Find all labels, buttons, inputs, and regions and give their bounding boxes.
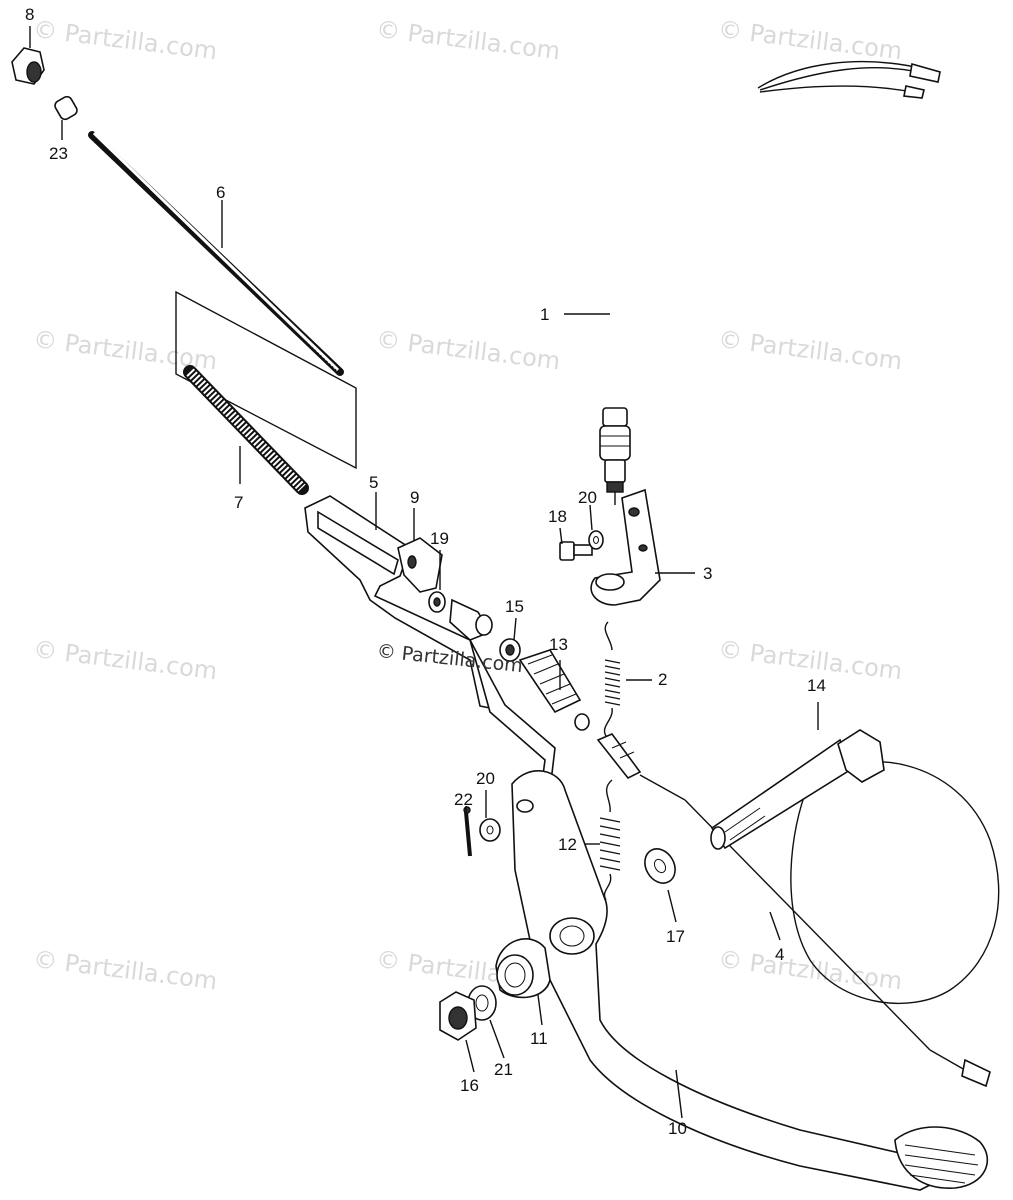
callout-18: 18 [548, 507, 567, 526]
joint-pin [449, 598, 493, 641]
callout-12: 12 [558, 835, 577, 854]
part-22-pin [463, 806, 472, 857]
part-10-pedal [511, 770, 989, 1191]
callout-13: 13 [549, 635, 568, 654]
part-16-nut [439, 991, 477, 1041]
part-11-bushing [495, 938, 551, 999]
callout-4: 4 [775, 945, 785, 964]
callout-14: 14 [807, 676, 826, 695]
callout-11: 11 [530, 1029, 548, 1048]
part-17-washer [644, 848, 676, 884]
callout-10: 10 [668, 1119, 687, 1138]
part-20-washer-upper [588, 530, 604, 550]
callout-23: 23 [49, 144, 68, 163]
callout-6: 6 [216, 183, 226, 202]
part-9-clevis [397, 537, 443, 593]
callout-16: 16 [460, 1076, 479, 1095]
callout-2: 2 [658, 670, 668, 689]
part-23-collar [54, 95, 78, 121]
callout-20-lower: 20 [476, 769, 495, 788]
part-4-cable [596, 733, 1000, 1088]
leader-lines [29, 26, 819, 1119]
callout-19: 19 [430, 529, 449, 548]
callout-20-upper: 20 [578, 488, 597, 507]
part-1-cable [599, 60, 941, 505]
callout-15: 15 [505, 597, 524, 616]
part-15-nut [499, 638, 521, 662]
part-20-washer-lower [479, 818, 501, 842]
callout-17: 17 [666, 927, 685, 946]
callout-5: 5 [369, 473, 379, 492]
part-2-spring [603, 621, 621, 737]
callout-22: 22 [454, 790, 473, 809]
part-13-adjuster [518, 649, 582, 714]
callout-9: 9 [410, 488, 420, 507]
callout-3: 3 [703, 564, 713, 583]
part-3-bracket [590, 488, 661, 606]
callout-1: 1 [540, 305, 550, 324]
part-12-spring [599, 779, 621, 901]
callout-8: 8 [25, 5, 35, 24]
part-14-bolt [710, 729, 885, 850]
pin-small [574, 713, 590, 731]
callout-7: 7 [234, 493, 244, 512]
part-19-collar [428, 591, 446, 613]
part-18-bolt [559, 541, 593, 561]
callout-21: 21 [494, 1060, 513, 1079]
part-7-spring [175, 290, 357, 495]
part-8-nut [11, 47, 45, 85]
part-6-rod [88, 131, 344, 376]
